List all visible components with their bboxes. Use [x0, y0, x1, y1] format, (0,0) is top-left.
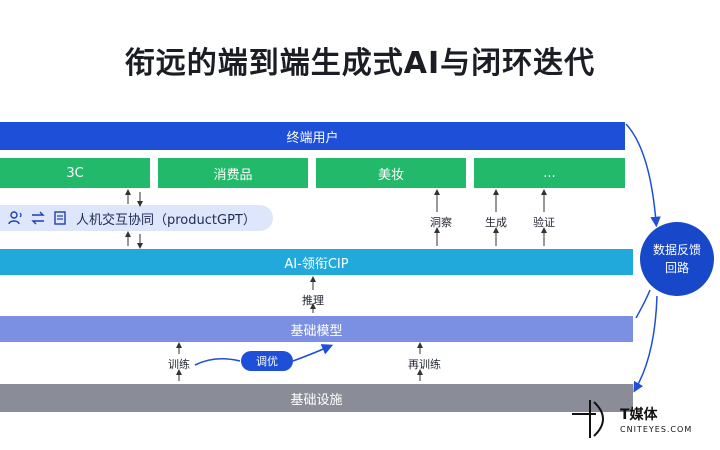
inference-label: 推理 — [302, 294, 324, 307]
end-users-layer: 终端用户 — [0, 122, 625, 150]
tune-curve-right — [292, 344, 334, 362]
watermark-logo-icon — [572, 400, 604, 438]
category-more: ... — [474, 158, 625, 188]
retrain-label: 再训练 — [408, 358, 441, 371]
end-users-label: 终端用户 — [286, 130, 339, 146]
human-interaction-layer: 人机交互协同（productGPT） — [0, 205, 273, 231]
tune-label: 调优 — [256, 355, 278, 368]
diagram-title: 衔远的端到端生成式AI与闭环迭代 — [124, 46, 596, 81]
feedback-curve-bottom — [633, 295, 658, 393]
watermark-site: CNITEYES.COM — [620, 425, 693, 434]
feedback-line2: 回路 — [664, 261, 689, 275]
infrastructure-label: 基础设施 — [290, 392, 343, 408]
category-consumer-goods: 消费品 — [158, 158, 308, 188]
exchange-icon — [31, 211, 45, 225]
insight-label: 洞察 — [430, 216, 452, 229]
user-voice-icon — [8, 211, 22, 225]
foundation-model-label: 基础模型 — [290, 323, 343, 339]
human-interaction-label: 人机交互协同（productGPT） — [76, 212, 256, 228]
tune-badge: 调优 — [241, 351, 293, 371]
category-label: ... — [543, 165, 556, 181]
category-label: 美妆 — [377, 167, 404, 183]
feedback-curve-mid — [635, 289, 651, 319]
train-label: 训练 — [168, 358, 190, 371]
tune-curve-left — [194, 357, 241, 366]
watermark-brand: T媒体 — [620, 407, 658, 423]
document-icon — [54, 211, 66, 225]
foundation-model-layer: 基础模型 — [0, 316, 633, 342]
category-label: 3C — [66, 165, 84, 181]
feedback-loop-node: 数据反馈 回路 — [640, 222, 714, 296]
feedback-line1: 数据反馈 — [652, 243, 701, 257]
ai-cip-label: AI-领衔CIP — [284, 256, 349, 272]
category-label: 消费品 — [213, 167, 253, 183]
ai-cip-layer: AI-领衔CIP — [0, 249, 633, 275]
feedback-curve-top — [625, 123, 661, 228]
verify-label: 验证 — [533, 216, 555, 229]
infrastructure-layer: 基础设施 — [0, 384, 633, 412]
category-beauty: 美妆 — [316, 158, 466, 188]
category-3c: 3C — [0, 158, 150, 188]
generate-label: 生成 — [485, 216, 507, 229]
